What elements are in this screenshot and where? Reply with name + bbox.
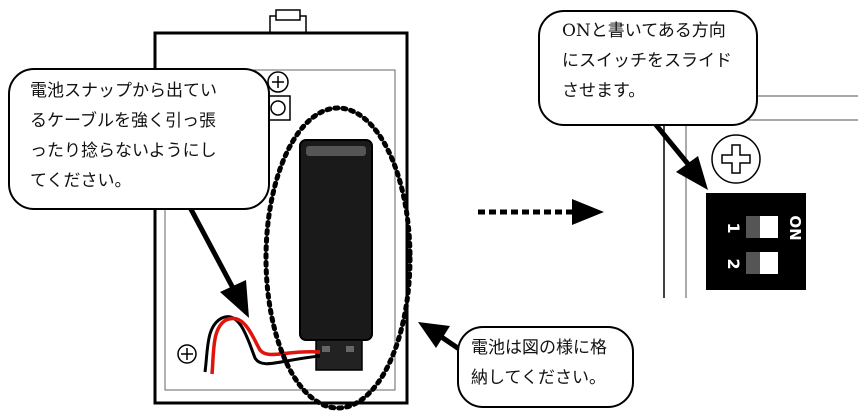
switch-detail: 1 2 ON: [650, 95, 858, 298]
box-top-tab-inner: [275, 9, 301, 21]
wire-black: [203, 315, 321, 373]
arrow-to-switch: [650, 118, 690, 166]
battery-snap: [315, 339, 363, 371]
callout-battery-instruction: 電池は図の様に格 納してください。: [457, 326, 634, 408]
box-inner-frame: [164, 69, 396, 391]
callout-line: ONと書いてある方向: [562, 21, 726, 41]
callout-switch-instruction: ONと書いてある方向 にスイッチをスライド させます。: [538, 10, 758, 126]
dip-switch-number-1: 1: [724, 222, 743, 233]
dip-switch-number-2: 2: [724, 258, 743, 269]
dip-switch: [706, 193, 806, 290]
arrow-to-cable: [182, 196, 237, 292]
callout-cable-warning: 電池スナップから出てい るケーブルを強く引っ張 ったり捻らないようにし てくださ…: [8, 68, 270, 210]
battery-highlight: [306, 146, 366, 156]
callout-line: 電池は図の様に格: [471, 338, 607, 358]
battery: [299, 139, 373, 341]
callout-line: てください。: [30, 171, 132, 191]
highlight-ellipse: [263, 105, 413, 411]
callout-line: 電池スナップから出てい: [30, 81, 217, 101]
callout-line: にスイッチをスライド: [562, 51, 732, 71]
dip-switch-on-label: ON: [786, 215, 804, 240]
callout-line: るケーブルを強く引っ張: [30, 111, 216, 131]
callout-line: 納してください。: [471, 368, 606, 388]
callout-line: ったり捻らないようにし: [30, 141, 217, 161]
callout-line: させます。: [562, 81, 646, 101]
dotted-arrow: [478, 199, 604, 225]
